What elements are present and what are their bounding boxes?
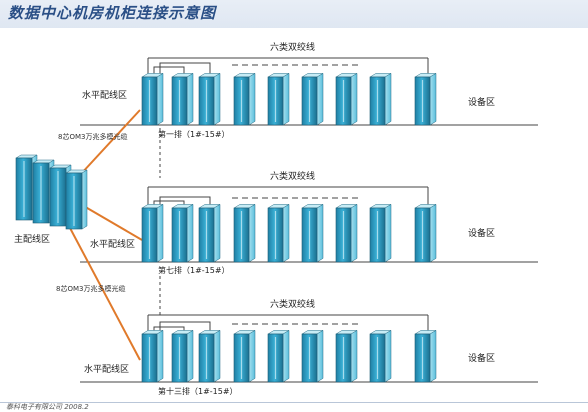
cabinet-row-2-7 xyxy=(335,203,358,263)
row-3-cable-label: 六类双绞线 xyxy=(270,298,315,310)
cabinet-layer xyxy=(15,72,437,383)
fiber-label-upper: 8芯OM3万兆多模光缆 xyxy=(58,132,127,141)
cabinet-row-1-9 xyxy=(414,72,437,126)
row-1-cable-label: 六类双绞线 xyxy=(270,41,315,53)
cabinet-row-1-7 xyxy=(335,72,358,126)
cabinet-row-2-2 xyxy=(171,203,194,263)
row-3-patch-link-b xyxy=(159,321,211,334)
cabinet-row-1-3 xyxy=(198,72,221,126)
row-2-cable-label: 六类双绞线 xyxy=(270,170,315,182)
cabinet-row-3-9 xyxy=(414,329,437,383)
cabinet-row-3-5 xyxy=(267,329,290,383)
fiber-cable-row-1 xyxy=(79,109,141,176)
row-3-row-label: 第十三排（1#-15#） xyxy=(158,386,238,396)
row-1-equipment-label: 设备区 xyxy=(468,96,495,108)
row-1-row-label: 第一排（1#-15#） xyxy=(158,129,230,139)
row-2-patch-link-b xyxy=(159,196,211,208)
cabinet-row-1-6 xyxy=(301,72,324,126)
cabinet-row-3-1 xyxy=(141,329,164,383)
row-1-patch-link-b xyxy=(159,62,211,75)
cabinet-row-2-6 xyxy=(301,203,324,263)
cabinet-row-2-9 xyxy=(414,203,437,263)
cabinet-row-3-3 xyxy=(198,329,221,383)
cabinet-row-2-8 xyxy=(369,203,392,263)
cabinet-row-1-5 xyxy=(267,72,290,126)
footer-rule xyxy=(0,402,588,403)
row-2-equipment-label: 设备区 xyxy=(468,227,495,239)
row-3-equipment-label: 设备区 xyxy=(468,352,495,364)
cabinet-row-3-6 xyxy=(301,329,324,383)
title-bar: 数据中心机房机柜连接示意图 xyxy=(0,0,588,28)
row-1-area-label: 水平配线区 xyxy=(82,89,127,101)
main-distribution-cabinet-4 xyxy=(65,169,88,230)
cabinet-row-2-4 xyxy=(233,203,256,263)
fiber-cable-row-2 xyxy=(81,204,143,241)
fiber-cable-row-3 xyxy=(69,227,141,361)
cabinet-row-2-3 xyxy=(198,203,221,263)
row-3-area-label: 水平配线区 xyxy=(84,363,129,375)
page-title: 数据中心机房机柜连接示意图 xyxy=(8,4,217,22)
cabinet-row-3-4 xyxy=(233,329,256,383)
cabinet-row-3-2 xyxy=(171,329,194,383)
cabinet-row-2-1 xyxy=(141,203,164,263)
footer-text: 泰科电子有限公司 2008.2 xyxy=(6,403,89,411)
cabinet-row-3-8 xyxy=(369,329,392,383)
cabinet-row-3-7 xyxy=(335,329,358,383)
fiber-label-lower: 8芯OM3万兆多模光缆 xyxy=(56,284,125,293)
cabinet-row-1-8 xyxy=(369,72,392,126)
main-distribution-area-label: 主配线区 xyxy=(14,233,50,245)
cabinet-row-1-1 xyxy=(141,72,164,126)
row-2-row-label: 第七排（1#-15#） xyxy=(158,265,230,275)
row-2-area-label: 水平配线区 xyxy=(90,238,135,250)
row-1-patch-link-a xyxy=(153,66,185,75)
cabinet-row-1-2 xyxy=(171,72,194,126)
cabinet-row-1-4 xyxy=(233,72,256,126)
cabinet-row-2-5 xyxy=(267,203,290,263)
